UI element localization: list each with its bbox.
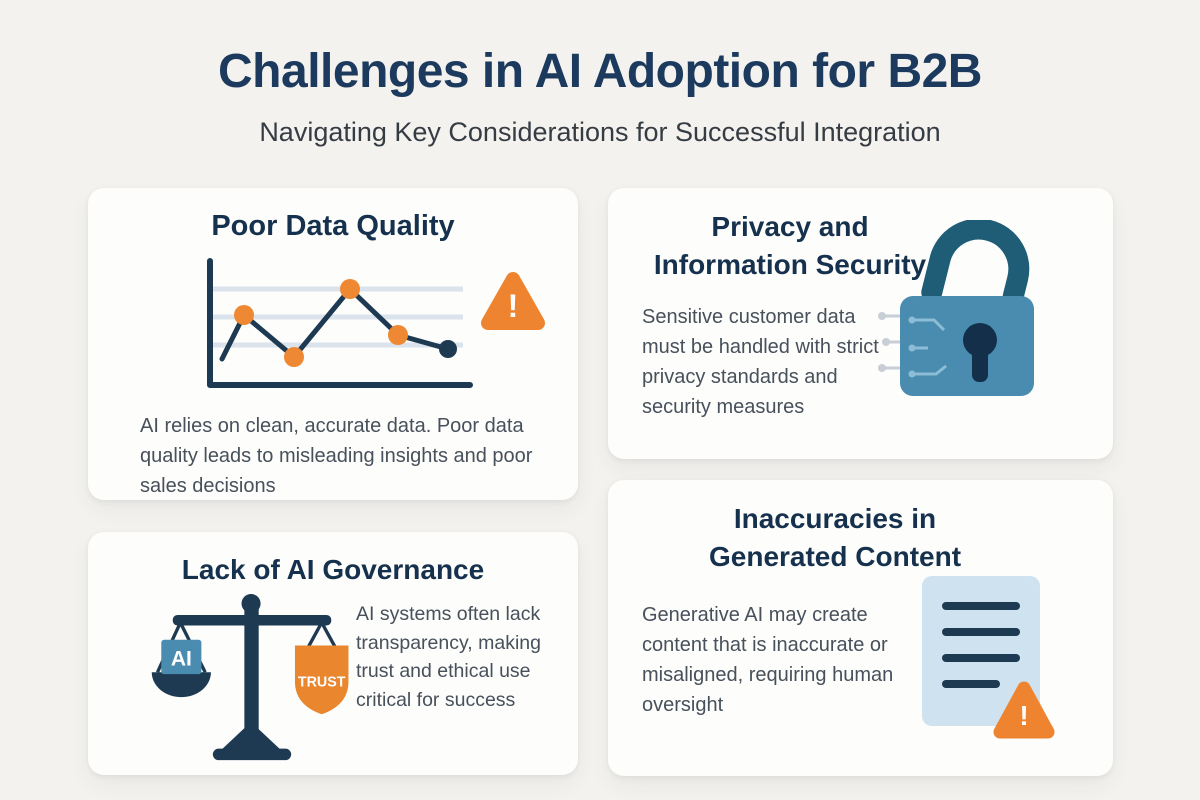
card-poor-data-quality: Poor Data Quality ! AI relies on clean, … — [88, 188, 578, 500]
document-text-lines — [942, 602, 1020, 688]
document-page — [922, 576, 1040, 726]
trust-shield-label: TRUST — [298, 675, 346, 691]
warning-triangle-icon: ! — [993, 681, 1055, 739]
card-privacy-security: Privacy and Information Security Sensiti… — [608, 188, 1113, 459]
lock-keyhole — [963, 323, 997, 382]
warning-triangle-icon: ! — [481, 272, 545, 330]
ai-box — [161, 639, 202, 675]
card-body-text: AI systems often lack transparency, maki… — [356, 603, 541, 711]
scale-frame — [172, 593, 332, 761]
warning-exclamation: ! — [508, 288, 519, 324]
ai-box-label: AI — [171, 648, 192, 671]
card-ai-governance: Lack of AI Governance AI TRUST AI system… — [88, 532, 578, 775]
card-body-text: AI relies on clean, accurate data. Poor … — [140, 415, 533, 497]
lock-shackle — [921, 220, 1030, 307]
page-header: Challenges in AI Adoption for B2B Naviga… — [0, 44, 1200, 148]
warning-exclamation: ! — [1019, 700, 1028, 731]
scale-left-dish — [151, 672, 211, 698]
line-chart-with-warning-icon: ! — [207, 258, 545, 388]
card-generated-content: Inaccuracies in Generated Content Genera… — [608, 480, 1113, 776]
card-body-text: Generative AI may create content that is… — [642, 604, 894, 716]
card-title: Inaccuracies in Generated Content — [708, 503, 962, 572]
page-subtitle: Navigating Key Considerations for Succes… — [259, 117, 941, 147]
card-title: Privacy and Information Security — [653, 211, 927, 280]
trust-shield — [294, 645, 349, 715]
chart-data-points — [234, 279, 457, 367]
chart-data-line — [219, 286, 451, 362]
page-title: Challenges in AI Adoption for B2B — [218, 45, 982, 98]
circuit-nodes-inner — [908, 316, 916, 378]
balance-scale-icon: AI TRUST — [151, 593, 349, 761]
card-body-text: Sensitive customer data must be handled … — [642, 306, 879, 418]
circuit-padlock-icon — [878, 220, 1034, 396]
circuit-nodes-outer — [878, 312, 890, 372]
card-title: Poor Data Quality — [211, 210, 455, 242]
chart-axes — [207, 258, 473, 388]
card-title: Lack of AI Governance — [181, 554, 485, 585]
document-with-warning-icon: ! — [922, 576, 1055, 739]
